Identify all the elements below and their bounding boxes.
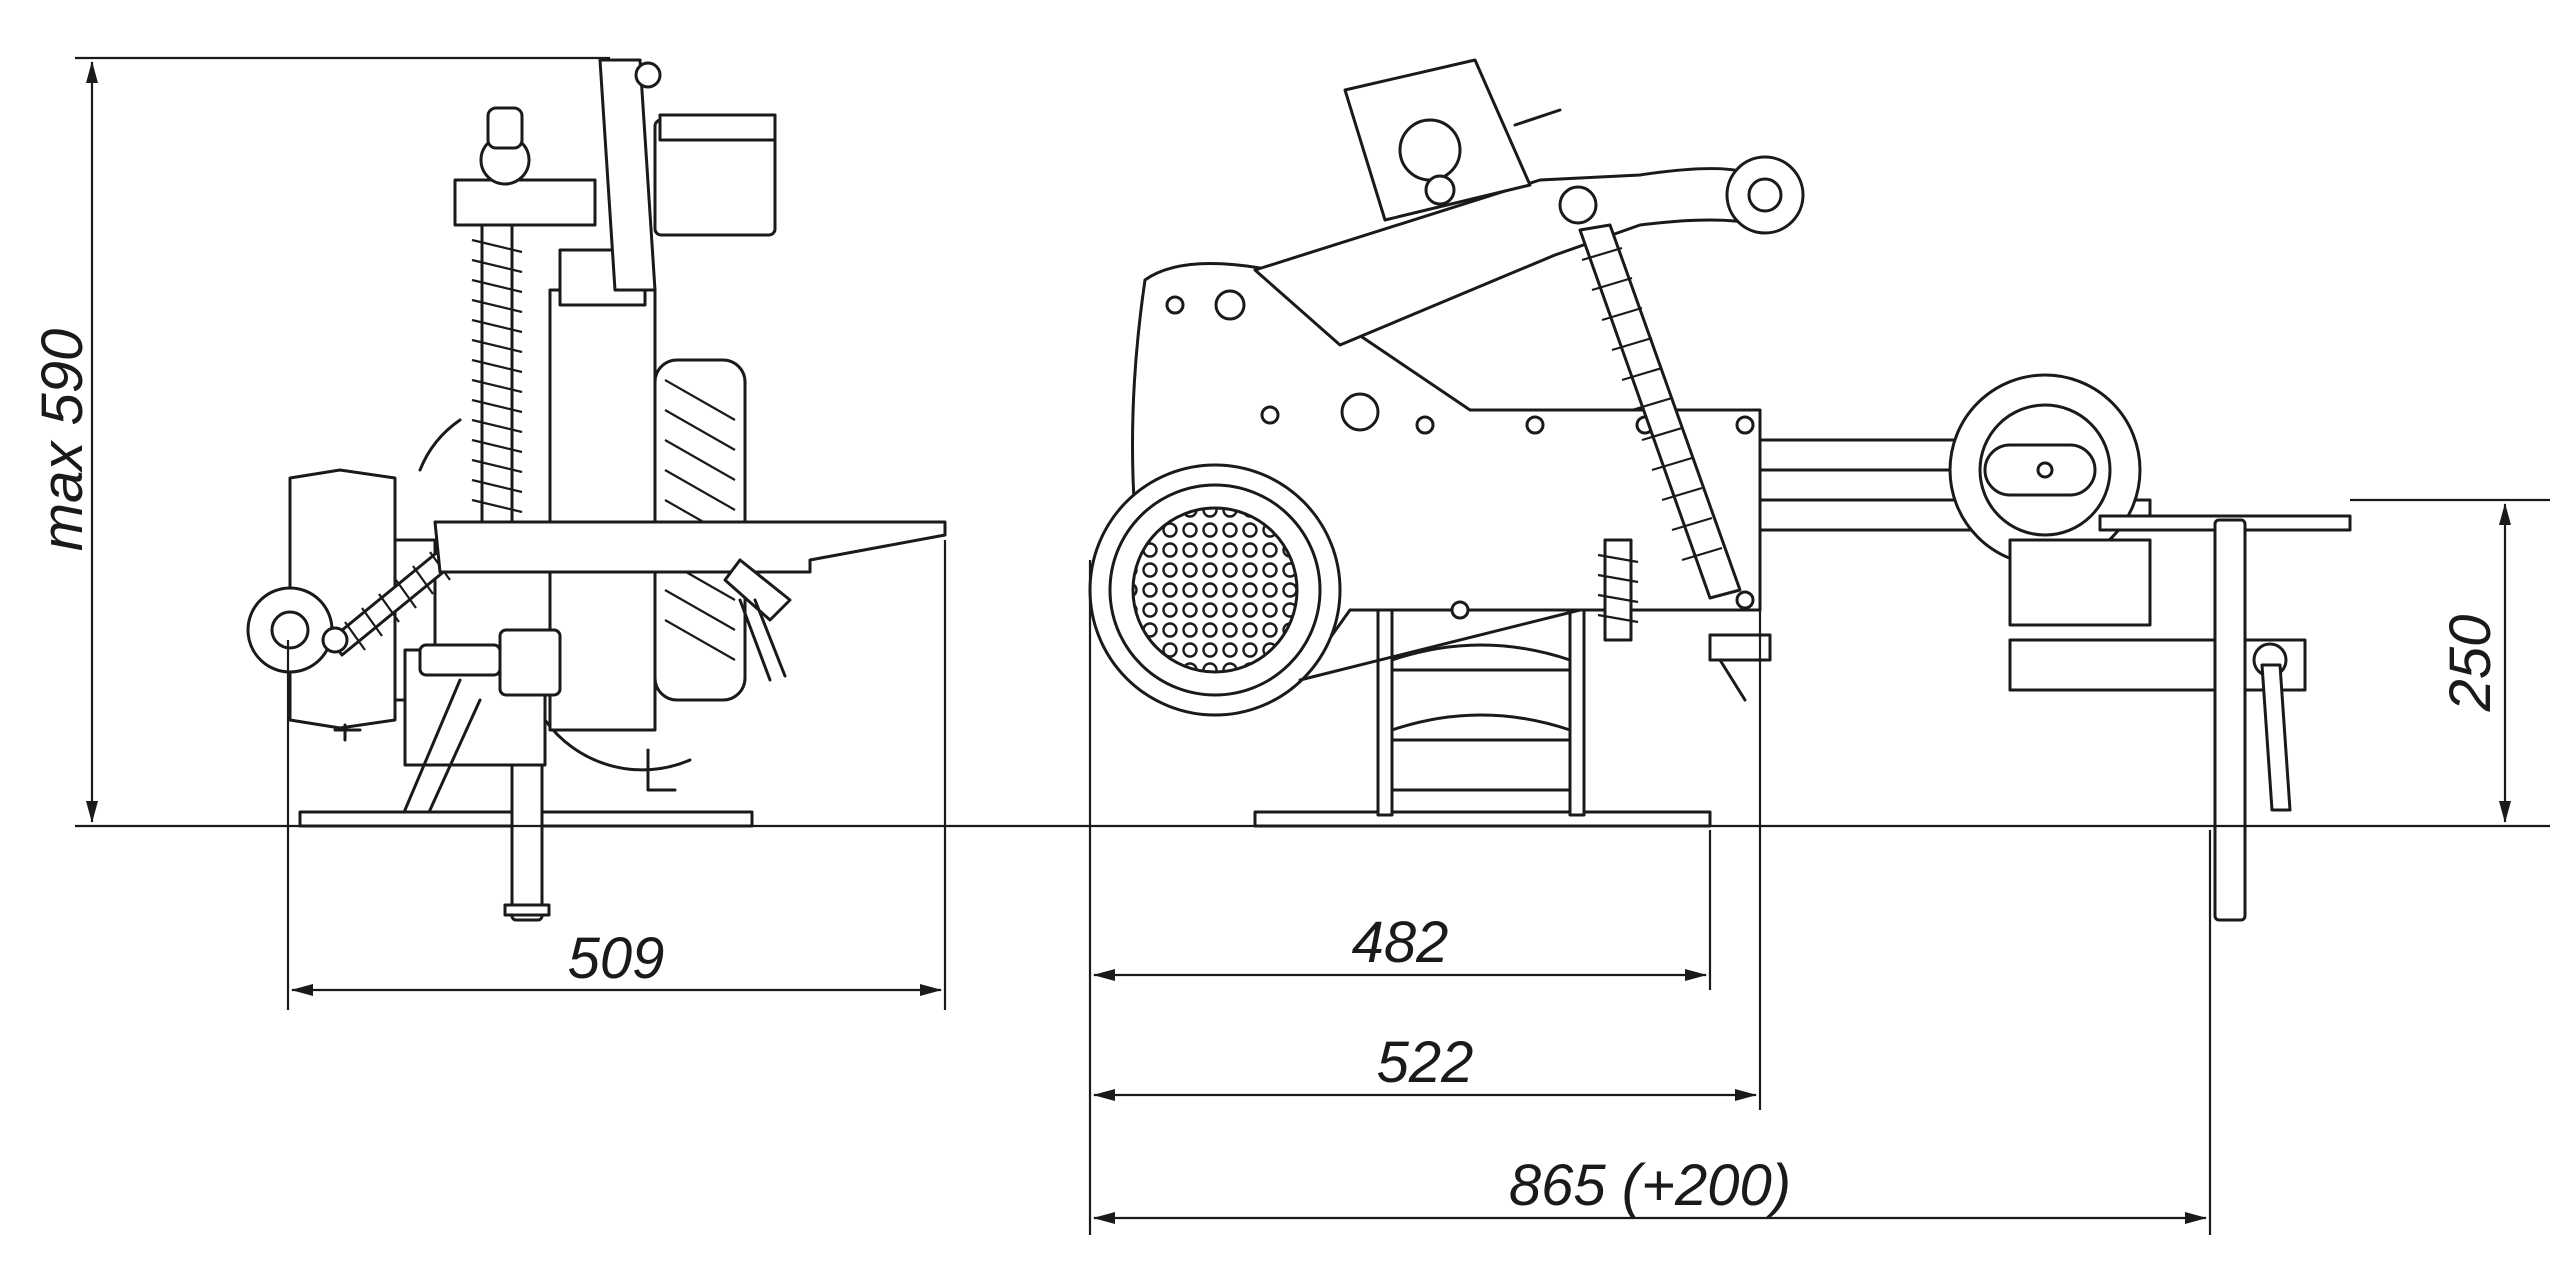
front-leg-handle	[2260, 663, 2292, 812]
dim-height-label: max 590	[30, 329, 95, 551]
side-small-latch	[646, 748, 677, 792]
front-small-box	[1708, 633, 1772, 662]
side-strut	[403, 678, 482, 812]
front-spring	[1558, 185, 1742, 600]
front-wheel-hub	[2036, 461, 2054, 479]
side-gearbox-top	[658, 113, 777, 142]
side-tower	[548, 288, 657, 732]
side-view-machine	[246, 58, 947, 922]
front-knob-lower	[1424, 174, 1456, 206]
side-arm-pin	[634, 61, 662, 89]
side-eye-inner	[270, 610, 310, 650]
side-table	[433, 520, 947, 574]
dim-522-label: 522	[1377, 1030, 1474, 1095]
front-arm	[1253, 167, 1762, 347]
side-fitting	[498, 628, 562, 697]
front-knob	[1398, 118, 1462, 182]
front-support-box	[2008, 538, 2152, 627]
dimension-lines	[75, 56, 2550, 1235]
side-arm	[598, 58, 657, 292]
front-slant	[1298, 608, 1582, 682]
dim-250-label: 250	[2438, 615, 2503, 713]
side-handle-bar	[738, 598, 787, 682]
side-wheel-arc-top	[418, 418, 462, 472]
side-upper-bracket	[453, 178, 597, 227]
front-small-spring	[1597, 538, 1639, 642]
front-gearbox-lever	[1513, 108, 1562, 127]
front-view-machine	[1088, 58, 2352, 922]
dim-482-label: 482	[1352, 910, 1449, 975]
side-small-bolt	[333, 723, 362, 742]
dim-509-label: 509	[568, 926, 665, 991]
side-fitting-pipe	[418, 643, 502, 677]
side-spring-vertical	[471, 223, 523, 537]
side-wheel-arc	[543, 718, 692, 772]
front-small-lever	[1718, 658, 1747, 702]
front-motor-grille	[1131, 506, 1299, 674]
front-leg	[2213, 518, 2247, 922]
dim-865-label: 865 (+200)	[1509, 1153, 1791, 1218]
front-housing-bolts	[1165, 289, 1755, 620]
front-base-plate	[1253, 810, 1712, 828]
side-leg-foot	[503, 903, 551, 917]
front-arm-eye-inner	[1747, 177, 1783, 213]
side-knob-top	[486, 106, 524, 150]
side-handle	[723, 558, 792, 622]
